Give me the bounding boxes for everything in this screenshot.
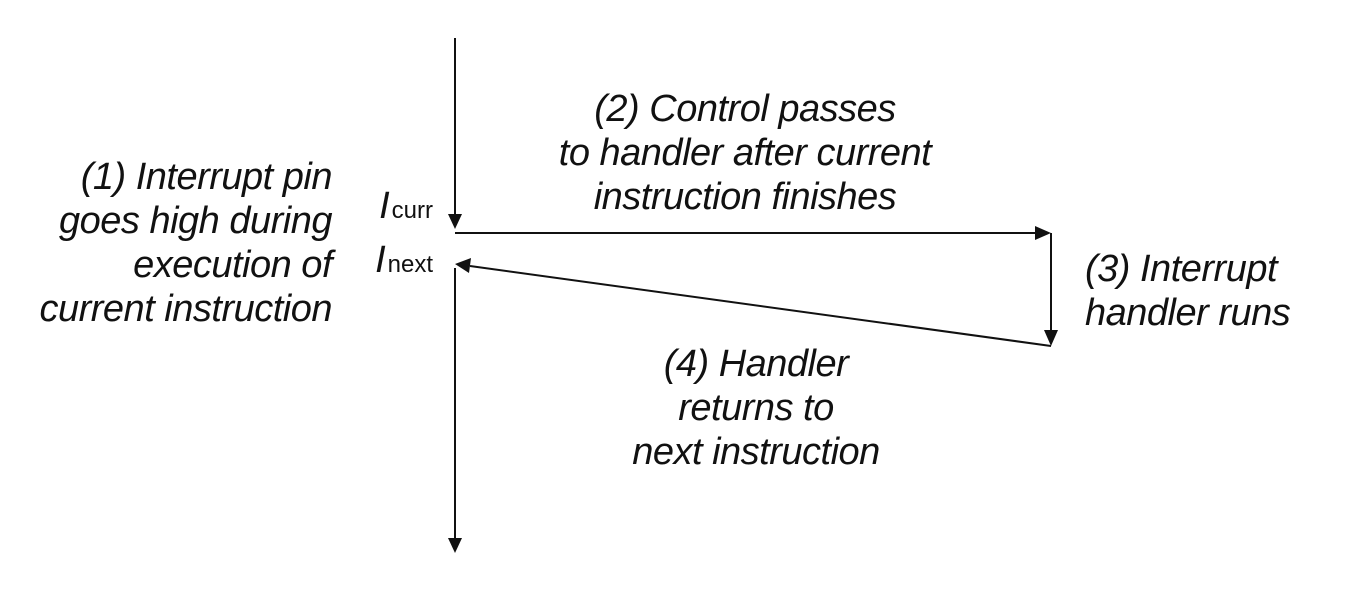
step2-line: (2) Control passes <box>594 88 896 130</box>
handler-return-arrowhead <box>455 258 471 273</box>
step1-line: goes high during <box>59 200 332 242</box>
step4-line: next instruction <box>632 431 880 473</box>
handler-run-arrowhead <box>1044 330 1058 346</box>
step1-interrupt-pin-label: (1) Interrupt pin goes high during execu… <box>39 155 332 331</box>
step1-line: (1) Interrupt pin <box>80 156 333 198</box>
current-instruction-subscript: curr <box>391 197 433 224</box>
step4-line: returns to <box>678 387 834 429</box>
step2-control-passes-label: (2) Control passes to handler after curr… <box>558 87 932 219</box>
step3-line: handler runs <box>1085 292 1291 334</box>
next-instruction-label: Inext <box>375 241 433 284</box>
program-flow-arrowhead-in <box>448 214 462 229</box>
current-instruction-label: Icurr <box>379 187 433 230</box>
step1-line: current instruction <box>39 288 332 330</box>
step2-line: to handler after current <box>558 132 932 174</box>
step3-line: (3) Interrupt <box>1085 248 1278 290</box>
current-instruction-letter: I <box>379 185 390 227</box>
control-pass-arrowhead <box>1035 226 1051 240</box>
next-instruction-letter: I <box>375 239 386 281</box>
step4-line: (4) Handler <box>663 343 849 385</box>
handler-return-arrow <box>469 265 1052 347</box>
step3-handler-runs-label: (3) Interrupt handler runs <box>1085 247 1291 335</box>
step4-handler-returns-label: (4) Handler returns to next instruction <box>632 342 880 474</box>
next-instruction-subscript: next <box>387 251 433 278</box>
step1-line: execution of <box>133 244 332 286</box>
program-flow-arrowhead-out <box>448 538 462 553</box>
step2-line: instruction finishes <box>593 176 897 218</box>
